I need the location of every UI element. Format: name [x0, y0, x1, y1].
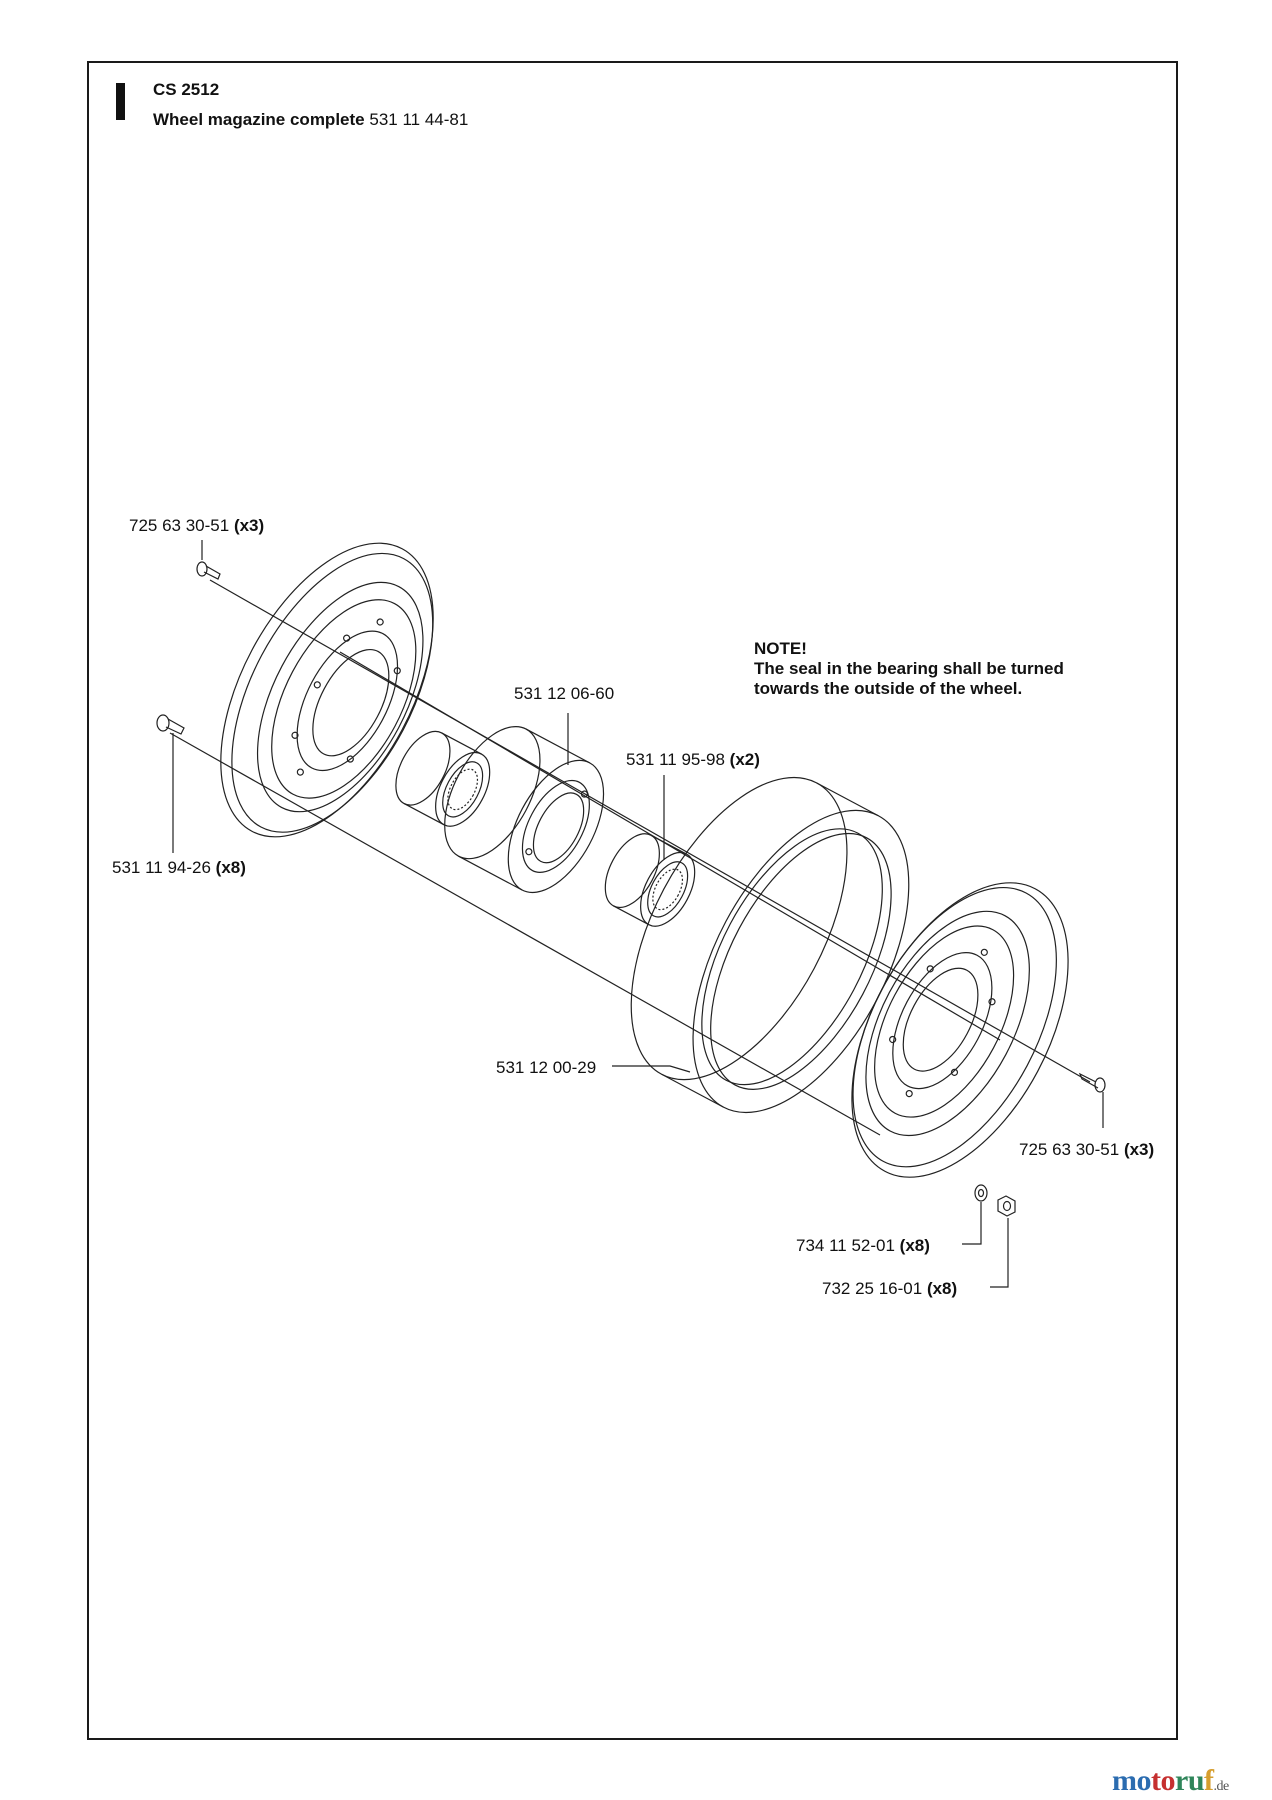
screw-icon: [156, 714, 185, 735]
note-line: towards the outside of the wheel.: [754, 679, 1023, 698]
model-title: CS 2512: [153, 80, 220, 99]
axis-line: [169, 732, 881, 1136]
part-label: 531 12 06-60: [514, 684, 614, 704]
wheel-disc-icon: [851, 882, 1069, 1178]
part-qty: (x2): [729, 750, 760, 769]
site-watermark: motoruf.de: [1112, 1764, 1229, 1797]
part-qty: (x8): [926, 1279, 958, 1298]
part-number: 531 11 95-98: [626, 750, 725, 769]
part-number: 732 25 16-01: [822, 1279, 923, 1298]
screw-icon: [196, 561, 221, 580]
part-number: 531 12 00-29: [496, 1058, 597, 1077]
wheel-disc-icon: [220, 542, 434, 838]
part-label: 732 25 16-01 (x8): [822, 1279, 957, 1299]
note-title: NOTE!: [754, 639, 807, 658]
note-line: The seal in the bearing shall be turned: [754, 659, 1064, 678]
leader-line: [990, 1218, 1009, 1288]
part-qty: (x8): [899, 1236, 930, 1255]
section-marker: [116, 83, 125, 120]
part-number: 725 63 30-51: [1019, 1140, 1120, 1159]
bearing-icon: [604, 833, 696, 927]
part-number: 725 63 30-51: [129, 516, 230, 535]
drawing-frame: [87, 61, 1178, 1740]
part-qty: (x3): [1123, 1140, 1155, 1159]
leader-line: [962, 1202, 982, 1245]
part-label: 725 63 30-51 (x3): [129, 516, 264, 536]
screw-icon: [1078, 1072, 1106, 1093]
part-number: 531 11 94-26: [112, 858, 211, 877]
part-label: 734 11 52-01 (x8): [796, 1236, 930, 1256]
part-label: 531 11 94-26 (x8): [112, 858, 246, 878]
part-qty: (x3): [233, 516, 265, 535]
assembly-number: 531 11 44-81: [369, 110, 469, 129]
assembly-name: Wheel magazine complete: [153, 110, 365, 129]
hub-icon: [444, 726, 605, 894]
part-label: 531 11 95-98 (x2): [626, 750, 760, 770]
assembly-note: NOTE! The seal in the bearing shall be t…: [754, 639, 1064, 699]
nut-icon: [997, 1195, 1016, 1217]
part-label: 725 63 30-51 (x3): [1019, 1140, 1154, 1160]
axis-line: [209, 579, 1091, 1083]
washer-icon: [974, 1184, 988, 1202]
leader-line: [612, 1065, 691, 1073]
assembly-title: Wheel magazine complete 531 11 44-81: [153, 110, 468, 130]
part-label: 531 12 00-29: [496, 1058, 596, 1078]
bearing-icon: [395, 730, 491, 827]
part-qty: (x8): [215, 858, 246, 877]
tyre-ring-icon: [630, 776, 910, 1114]
part-number: 531 12 06-60: [514, 684, 615, 703]
part-number: 734 11 52-01: [796, 1236, 895, 1255]
